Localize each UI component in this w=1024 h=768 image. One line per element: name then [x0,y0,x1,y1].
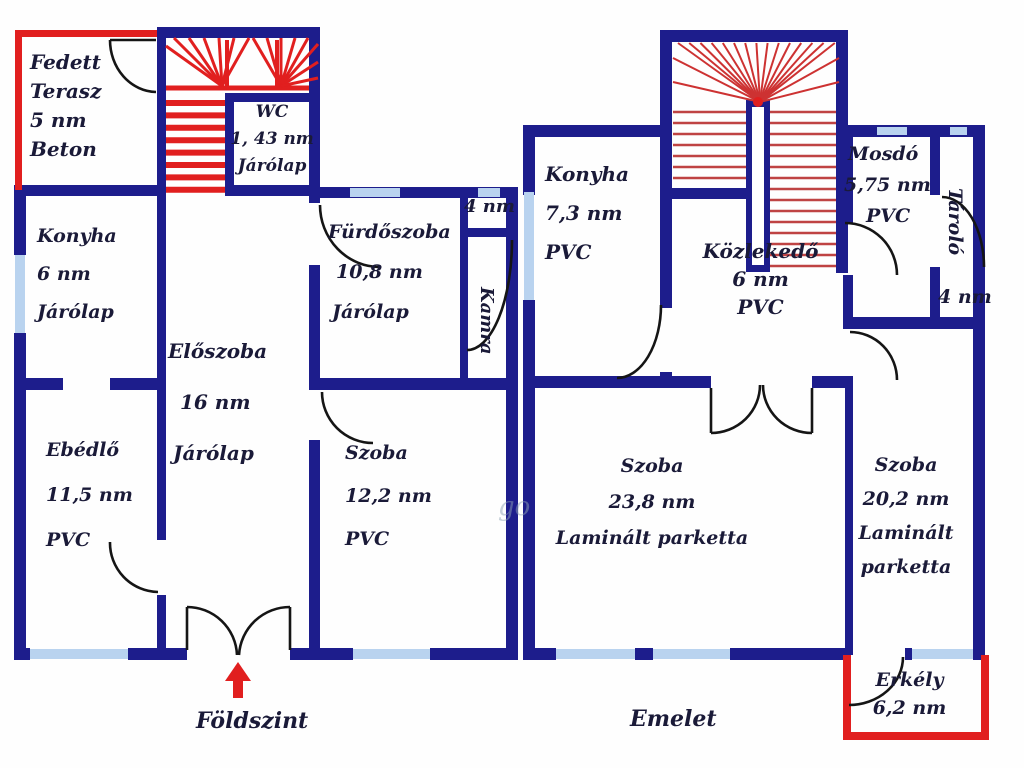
room-area: 11,5 nm [46,484,133,506]
room-area: 23,8 nm [608,491,696,513]
room-label-ebedlo: Ebédlő 11,5 nm PVC [46,428,133,563]
room-floor: Járólap [173,441,254,465]
room-name: Szoba [345,442,408,464]
terrace-door-arc [108,38,157,94]
room-floor: PVC [545,240,592,264]
szoba-kis-door-arc [849,330,899,381]
caption-text: Emelet [630,706,717,732]
upper-konyha-door-arc [616,304,663,380]
room-label-szoba-kis: Szoba 20,2 nm Laminált parketta [850,448,962,584]
furdoszoba-door-arc [318,204,381,269]
room-name: Közlekedő [702,239,819,263]
balcony-red-walls [843,655,989,740]
room-label-wc: WC 1, 43 nm Járólap [228,99,316,180]
room-label-erkely: Erkély 6,2 nm [862,666,957,722]
caption-text: Földszint [196,708,309,734]
entrance-arrow-icon [225,662,251,698]
room-name: Terasz [30,79,102,103]
room-area: 7,3 nm [545,201,623,225]
room-name: Erkély [875,669,944,691]
room-name: Tároló [944,188,966,256]
room-floor: Laminált [858,522,954,544]
room-area: 6 nm [37,263,91,285]
room-name: Kamra [476,287,497,355]
ground-windows [15,188,500,659]
room-floor: PVC [866,205,911,227]
room-name: Konyha [37,225,117,247]
szoba-door-arc [320,391,374,445]
room-label-tarolo-area: 4 nm [938,286,992,308]
room-label-konyha-upper: Konyha 7,3 nm PVC [545,155,629,272]
room-area: 10,8 nm [336,261,423,283]
room-area: 5,75 nm [844,174,931,196]
room-area: 4 nm [938,286,992,308]
room-area: 6,2 nm [872,697,947,719]
room-area: 6 nm [732,267,789,291]
mosdo-door-arc [844,221,899,276]
terrace-red-walls [15,30,157,190]
room-label-szoba-nagy: Szoba 23,8 nm Laminált parketta [552,448,752,556]
room-area: 20,2 nm [862,488,950,510]
kamra-door-arc [466,239,514,352]
room-floor: Járólap [332,301,409,323]
room-name: WC [255,102,289,122]
watermark: go [498,492,531,522]
ebedlo-door-arc [108,541,159,594]
room-label-furdoszoba: Fürdőszoba 10,8 nm Járólap [328,212,451,332]
room-name: Szoba [874,454,938,476]
room-area: 4 nm [464,196,515,217]
room-label-konyha-ground: Konyha 6 nm Járólap [37,217,117,331]
erkely-door-arc [848,656,905,707]
room-name: Szoba [620,455,684,477]
room-area: 12,2 nm [345,485,432,507]
room-floor: PVC [345,528,390,550]
room-area: 16 nm [180,390,251,414]
tarolo-door-arc [941,195,986,268]
ground-walls [14,27,518,660]
room-name: Konyha [545,162,629,186]
room-name: Előszoba [168,339,268,363]
room-name: Fedett [30,50,102,74]
room-floor: parketta [860,556,952,578]
room-area: 5 nm [30,108,87,132]
room-label-mosdo: Mosdó 5,75 nm PVC [844,139,931,232]
room-label-kozlekedo: Közlekedő 6 nm PVC [688,237,833,321]
room-label-fedett-terasz: Fedett Terasz 5 nm Beton [30,48,101,164]
room-label-eloszoba: Előszoba 16 nm Járólap [168,326,267,479]
entrance-door-arcs [185,605,292,656]
stair-treads [165,36,840,268]
room-name: Fürdőszoba [328,221,451,243]
room-label-kamra: Kamra [476,287,497,355]
room-name: Mosdó [848,143,919,165]
room-label-kamra-area: 4 nm [464,196,515,217]
room-floor: Járólap [37,301,114,323]
room-label-szoba-ground: Szoba 12,2 nm PVC [345,432,432,561]
room-floor: Laminált parketta [555,527,749,549]
room-floor: Járólap [237,156,307,176]
room-name: Ebédlő [46,439,120,461]
upper-windows [524,127,973,659]
room-label-tarolo: Tároló [944,188,966,255]
door-arcs [108,38,986,707]
room-area: 1, 43 nm [230,129,314,149]
room-floor: PVC [46,529,91,551]
stairwell-void [752,107,764,265]
room-floor: Beton [30,137,97,161]
room-floor: PVC [737,295,784,319]
kozlekedo-double-door-arcs [709,384,814,435]
floor-caption-upper: Emelet [630,706,717,732]
floor-caption-ground: Földszint [196,708,308,734]
